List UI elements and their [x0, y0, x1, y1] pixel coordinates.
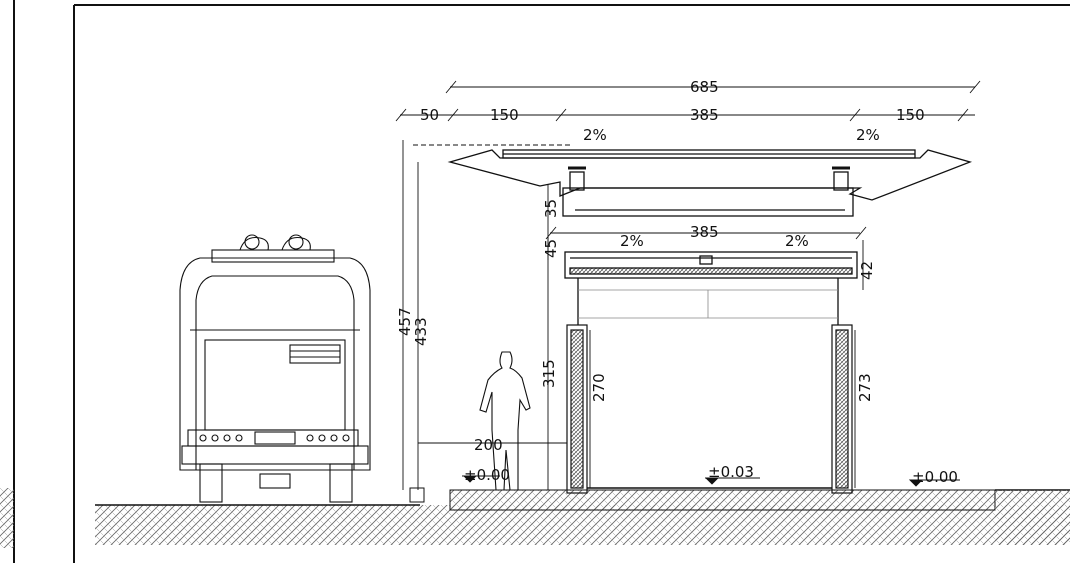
- dim-roof-depth-a: 45: [542, 239, 560, 258]
- dim-bus-height-inner: 433: [412, 317, 430, 346]
- bus-front-view: [179, 234, 371, 503]
- dim-height-270: 270: [590, 373, 608, 402]
- level-left: ±0.00: [464, 466, 510, 484]
- upper-roof: [447, 149, 973, 217]
- dim-mid-span-top: 385: [690, 106, 719, 124]
- dim-clearance: 200: [474, 436, 503, 454]
- dim-height-273: 273: [856, 373, 874, 402]
- left-frame-border: [0, 0, 15, 563]
- left-wall-column: [566, 324, 588, 494]
- right-wall-column: [831, 324, 853, 494]
- dim-mid-span-lower: 385: [690, 223, 719, 241]
- dim-bus-height-outer: 457: [396, 307, 414, 336]
- lower-roof: [564, 251, 858, 325]
- slope-left-top: 2%: [583, 126, 607, 144]
- dimension-lines: [395, 80, 981, 490]
- dim-height-315: 315: [540, 359, 558, 388]
- ground-hatch: [95, 487, 1070, 545]
- level-right: ±0.00: [912, 468, 958, 486]
- person-silhouette: [479, 351, 531, 491]
- slope-left-lower: 2%: [620, 232, 644, 250]
- dim-right-span: 150: [896, 106, 925, 124]
- level-middle: ±0.03: [708, 463, 754, 481]
- dim-left-cantilever: 50: [420, 106, 439, 124]
- dim-left-span: 150: [490, 106, 519, 124]
- dim-total-width: 685: [690, 78, 719, 96]
- dim-roof-depth-right: 42: [858, 261, 876, 280]
- slope-right-lower: 2%: [785, 232, 809, 250]
- slope-right-top: 2%: [856, 126, 880, 144]
- main-frame-border: [73, 4, 1070, 563]
- dim-roof-depth-b: 35: [542, 199, 560, 218]
